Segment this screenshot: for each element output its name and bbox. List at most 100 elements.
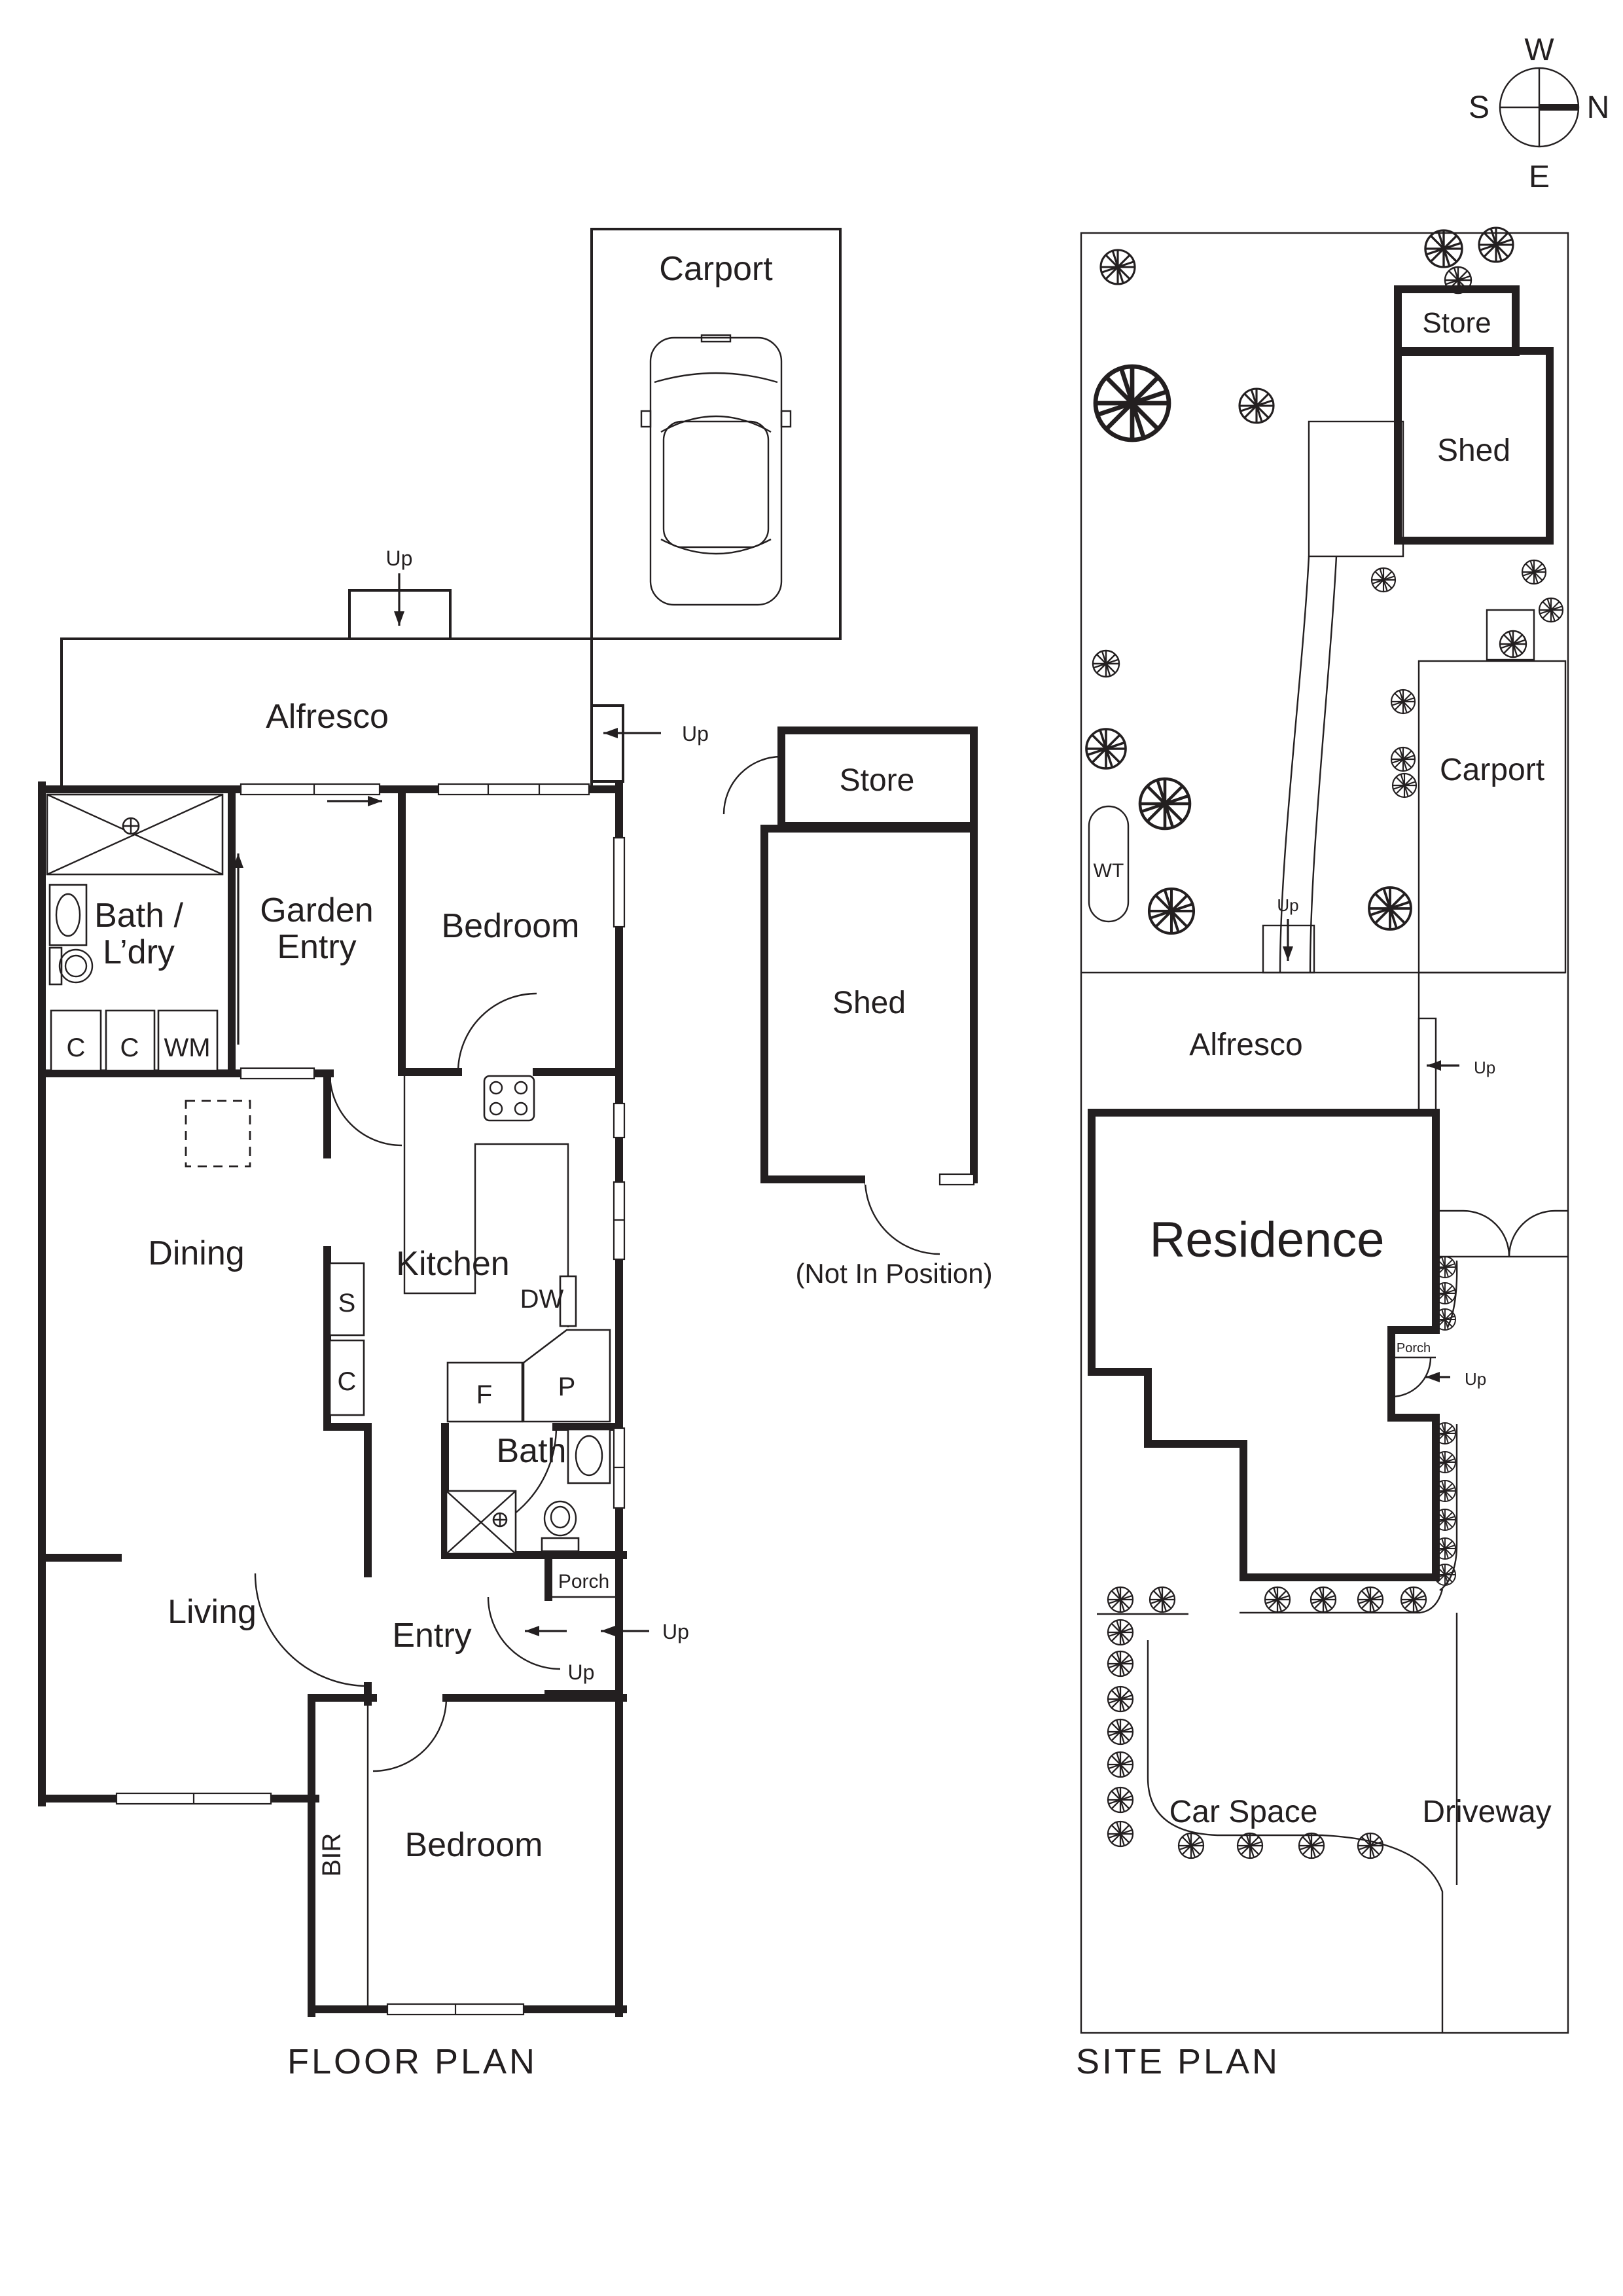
tree-icon <box>1390 689 1416 715</box>
tree-icon <box>1391 772 1418 798</box>
tree-icon <box>1149 889 1194 933</box>
tree-icon <box>1238 387 1275 424</box>
site-carport-label: Carport <box>1440 753 1544 787</box>
driveway-gates <box>1436 1210 1568 1258</box>
tree-icon <box>1370 567 1397 593</box>
compass: W N S E <box>1469 33 1609 194</box>
bath-laundry-label2: L’dry <box>103 933 175 971</box>
entry-label: Entry <box>392 1617 471 1655</box>
tree-icon <box>1521 559 1547 585</box>
up-label: Up <box>568 1660 595 1684</box>
car-space-label: Car Space <box>1169 1795 1318 1829</box>
up-label: Up <box>662 1620 689 1643</box>
toilet-icon <box>541 1500 580 1552</box>
carport-label: Carport <box>659 250 773 288</box>
tree-icon <box>1099 249 1136 285</box>
garden-entry-label2: Entry <box>277 928 356 966</box>
tree-icon <box>1140 779 1190 829</box>
cupboard-label: C <box>67 1033 86 1062</box>
site-plan-caption: SITE PLAN <box>1076 2042 1280 2081</box>
site-shed-outline <box>1394 347 1554 545</box>
pantry-box <box>522 1329 611 1423</box>
pantry-label: P <box>558 1372 576 1401</box>
residence-outline <box>1088 1109 1440 1581</box>
cupboard-label: C <box>338 1367 357 1396</box>
carport-outline <box>590 228 842 640</box>
dishwasher-label: DW <box>520 1285 564 1314</box>
site-shed-label: Shed <box>1437 433 1510 468</box>
tree-icon <box>1085 728 1127 770</box>
site-porch-door <box>1391 1357 1432 1398</box>
bedroom-top-label: Bedroom <box>442 907 580 945</box>
not-in-position-note: (Not In Position) <box>795 1258 992 1289</box>
outbuilding: Store Shed (Not In Position) <box>722 726 993 1289</box>
alfresco-side-step <box>590 704 624 783</box>
store-label: Store <box>840 763 915 798</box>
site-carport-outline <box>1418 660 1567 974</box>
shower-icon <box>445 1490 517 1555</box>
dining-dashed-area <box>185 1100 251 1168</box>
compass-north: N <box>1587 90 1610 125</box>
tree-icon <box>1092 649 1120 678</box>
cupboard-cabinet <box>329 1339 365 1416</box>
garden-path <box>1309 556 1338 973</box>
shed-label: Shed <box>832 986 906 1020</box>
tree-icon <box>1478 226 1514 263</box>
doors <box>254 992 619 1772</box>
compass-south: S <box>1469 90 1489 125</box>
up-label: Up <box>1474 1058 1495 1077</box>
garden-path <box>1279 556 1310 973</box>
bath-label: Bath <box>497 1432 567 1470</box>
water-tank-label: WT <box>1094 860 1124 882</box>
shed-window <box>938 1173 975 1186</box>
up-label: Up <box>1465 1369 1486 1389</box>
alfresco-label: Alfresco <box>266 698 389 736</box>
tree-icon <box>1499 630 1527 658</box>
shower-icon <box>46 793 224 876</box>
sink-cabinet <box>329 1262 365 1336</box>
basin-icon <box>567 1428 611 1484</box>
windows <box>115 783 626 2016</box>
site-boundary <box>1080 232 1569 2034</box>
shed-previous-position <box>1308 420 1404 558</box>
fridge-label: F <box>476 1380 492 1409</box>
dining-label: Dining <box>148 1234 244 1272</box>
driveway-label: Driveway <box>1422 1795 1551 1829</box>
toilet-icon <box>48 946 94 986</box>
residence-label: Residence <box>1149 1212 1384 1268</box>
tree-icon <box>1390 746 1416 772</box>
bir-label: BIR <box>317 1833 346 1877</box>
garden-bed-edges <box>1097 1260 1458 2033</box>
garden-entry-label: Garden <box>260 891 373 929</box>
tree-icon <box>1424 229 1463 268</box>
car-icon <box>640 334 792 606</box>
bedroom-bottom-label: Bedroom <box>405 1826 543 1864</box>
water-tank <box>1088 805 1130 923</box>
fridge-box <box>446 1361 524 1423</box>
shed-door <box>864 1179 940 1255</box>
cupboard-label: C <box>120 1033 139 1062</box>
washing-machine-label: WM <box>164 1033 210 1062</box>
compass-east: E <box>1529 160 1550 194</box>
floor-plan-caption: FLOOR PLAN <box>287 2042 537 2081</box>
site-porch-label: Porch <box>1397 1341 1431 1355</box>
up-label: Up <box>1277 895 1298 915</box>
kitchen-bench <box>403 1076 577 1327</box>
porch-label: Porch <box>558 1571 609 1592</box>
kitchen-label: Kitchen <box>396 1245 509 1283</box>
compass-west: W <box>1524 33 1554 67</box>
tree-icon <box>1538 597 1564 623</box>
site-carport-step <box>1486 609 1535 661</box>
site-plan: Store Shed WT Carport Up Alfresco Up Res… <box>1076 226 1569 2081</box>
living-label: Living <box>168 1593 257 1631</box>
site-alfresco-label: Alfresco <box>1189 1028 1302 1062</box>
cupboards-row <box>50 1009 219 1072</box>
tree-icon <box>1096 367 1169 440</box>
up-label: Up <box>386 547 413 570</box>
store-door <box>722 755 782 815</box>
site-store-label: Store <box>1422 307 1491 339</box>
sink-label: S <box>338 1289 356 1318</box>
up-label: Up <box>682 722 709 745</box>
tree-icon <box>1368 886 1412 931</box>
